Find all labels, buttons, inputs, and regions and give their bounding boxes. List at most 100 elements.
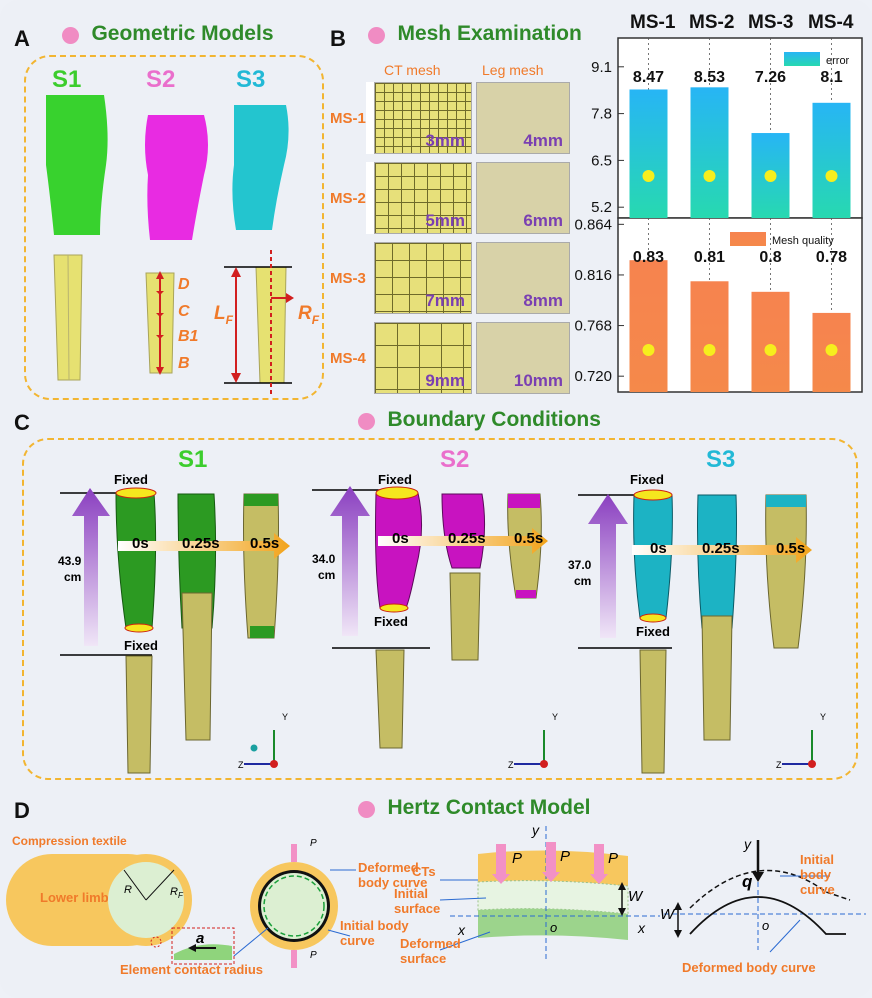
s2-height-arrow xyxy=(330,486,370,636)
deformed-surface-label: Deformed surface xyxy=(400,936,461,966)
s3-end xyxy=(765,494,807,649)
axis-y-label-3: Y xyxy=(820,712,827,722)
panel-a-geometry xyxy=(46,95,294,395)
rf-label: RF xyxy=(170,886,183,900)
s1-fixed-bottom: Fixed xyxy=(124,638,158,653)
s3-t1: 0.25s xyxy=(702,540,740,557)
lf-sub: F xyxy=(225,312,233,327)
error-ytick-label: 6.5 xyxy=(591,152,612,169)
y1-label: y xyxy=(532,822,539,838)
s3-height: 37.0 xyxy=(568,558,592,572)
s2-leg-top xyxy=(375,492,423,609)
cts-label: CTs xyxy=(412,864,436,879)
s2-fixed-top: Fixed xyxy=(378,472,412,487)
s2-t0: 0s xyxy=(392,530,409,547)
s2-group xyxy=(312,486,548,749)
s3-t0: 0s xyxy=(650,540,667,557)
o2-label: o xyxy=(762,918,770,933)
error-bar xyxy=(629,89,668,218)
ct-mesh-header: CT mesh xyxy=(384,62,441,78)
s2-leg-shape xyxy=(145,115,208,240)
mesh-row-3-label: MS-3 xyxy=(330,270,366,287)
label-s3: S3 xyxy=(236,66,266,93)
lower-limb-label: Lower limb xyxy=(40,890,109,905)
a-label: a xyxy=(196,930,205,947)
s1-liner xyxy=(125,655,153,774)
rf-main: R xyxy=(298,303,312,324)
error-data-label: 8.1 xyxy=(820,69,842,86)
label-s2: S2 xyxy=(146,66,176,93)
s1-fixed-top: Fixed xyxy=(114,472,148,487)
p2-label: P xyxy=(560,848,571,865)
s3-fixed-bottom: Fixed xyxy=(636,624,670,639)
quality-legend-swatch xyxy=(730,232,766,246)
chart-col-ms1: MS-1 xyxy=(630,12,676,33)
s3-liner xyxy=(639,649,667,774)
ct-mesh-tile-2: 5mm xyxy=(374,162,472,234)
s1-unit: cm xyxy=(64,570,82,584)
error-marker xyxy=(764,170,777,182)
error-ytick-label: 9.1 xyxy=(591,59,612,76)
mesh-row-1-label: MS-1 xyxy=(330,110,366,127)
error-marker xyxy=(703,170,716,182)
leg-size-2: 6mm xyxy=(523,211,563,230)
label-rf: RF xyxy=(298,303,319,327)
s3-fixed-top: Fixed xyxy=(630,472,664,487)
c-label-s3: S3 xyxy=(706,446,736,473)
p1-label: P xyxy=(512,850,523,867)
deformed-body-curve-label: Deformed body curve xyxy=(358,860,428,890)
panel-c-box xyxy=(22,438,858,780)
s3-mid xyxy=(697,494,737,629)
s1-time-arrow xyxy=(118,533,290,559)
deformed-surface-layer xyxy=(478,908,628,940)
quality-ytick-label: 0.816 xyxy=(574,267,612,284)
s3-t2: 0.5s xyxy=(776,540,806,557)
s2-t2: 0.5s xyxy=(514,530,544,547)
panel-d-title: Hertz Contact Model xyxy=(387,796,591,819)
p-bottom-label: P xyxy=(310,950,317,961)
ring-inner xyxy=(261,873,327,939)
leg-size-1: 4mm xyxy=(523,131,563,150)
quality-data-label: 0.78 xyxy=(816,249,847,266)
quality-marker xyxy=(825,344,838,356)
boundary-conditions-graphic xyxy=(60,486,816,774)
mesh-row-4-label: MS-4 xyxy=(330,350,366,367)
leg-size-4: 10mm xyxy=(513,371,563,390)
s2-liner xyxy=(375,649,405,749)
p-top-label: P xyxy=(310,838,317,849)
leg-mesh-tile-4: 10mm xyxy=(476,322,570,394)
error-legend-label: error xyxy=(826,55,850,67)
panel-a-letter: A xyxy=(14,26,30,51)
leg-size-3: 8mm xyxy=(523,291,563,310)
s3-unit: cm xyxy=(574,574,592,588)
axis-z-label-1: Z xyxy=(238,760,244,770)
s2-mid-liner xyxy=(449,572,481,661)
mesh-row-2: MS-2 5mm 6mm xyxy=(330,162,570,234)
ct-size-1: 3mm xyxy=(425,131,465,150)
s3-time-arrow xyxy=(632,537,812,563)
panel-a-title: Geometric Models xyxy=(91,22,274,45)
w1-label: W xyxy=(628,888,643,905)
ct-mesh-tile-1: 3mm xyxy=(374,82,472,154)
panel-b-header: Mesh Examination xyxy=(368,22,582,46)
s1-mid-liner xyxy=(181,592,213,741)
mesh-row-1-bracket xyxy=(366,82,374,154)
chart-col-ms4: MS-4 xyxy=(808,12,854,33)
panel-c-header: Boundary Conditions xyxy=(358,408,601,432)
leg-mesh-tile-1: 4mm xyxy=(476,82,570,154)
panel-b-title: Mesh Examination xyxy=(397,22,582,45)
axis-gizmo-1 xyxy=(244,730,278,768)
s1-t2: 0.5s xyxy=(250,535,280,552)
zoom-box xyxy=(171,927,235,965)
label-b1: B1 xyxy=(178,328,199,345)
axis-gizmo-2 xyxy=(514,730,548,768)
quality-marker xyxy=(703,344,716,356)
s3-group xyxy=(578,489,812,774)
axis-y-label-1: Y xyxy=(282,712,289,722)
c-label-s2: S2 xyxy=(440,446,470,473)
w2-label: W xyxy=(660,906,675,923)
chart-col-ms2: MS-2 xyxy=(689,12,735,33)
mesh-row-2-bracket xyxy=(366,162,374,234)
quality-ytick-label: 0.720 xyxy=(574,368,612,385)
error-marker xyxy=(825,170,838,182)
